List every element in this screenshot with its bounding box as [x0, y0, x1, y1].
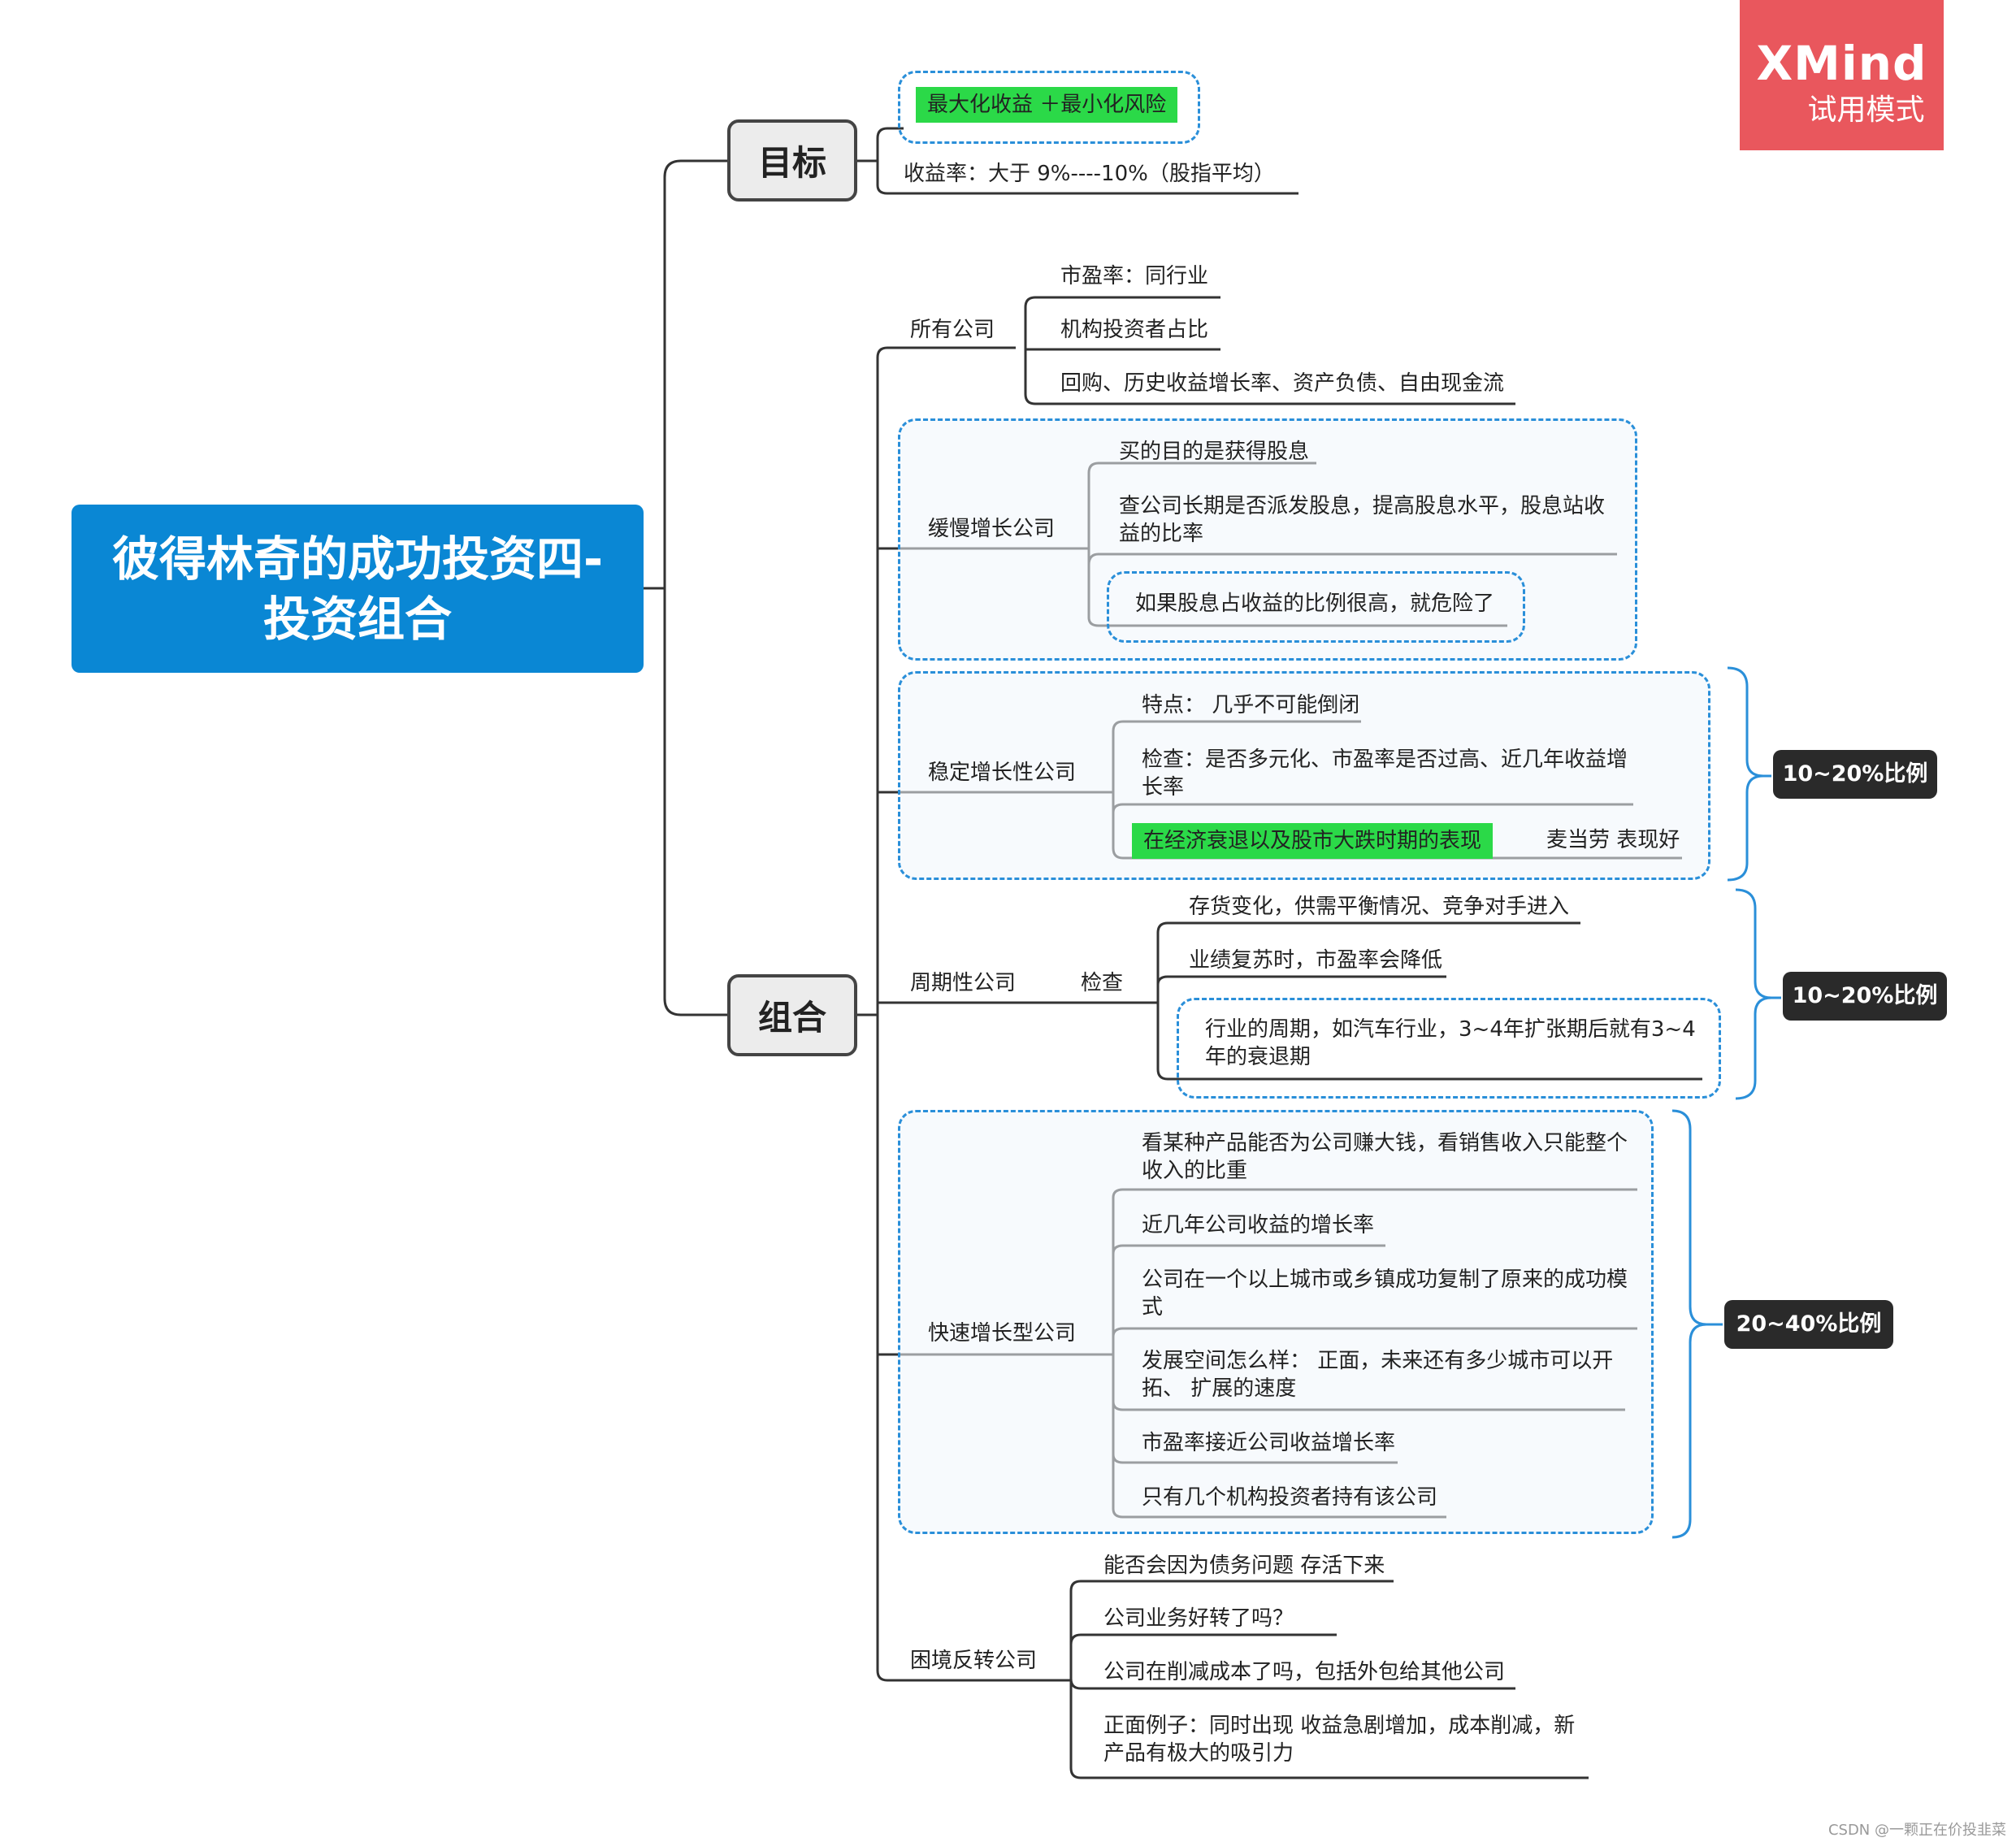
subtopic-all-companies[interactable]: 所有公司 [910, 318, 995, 342]
xmind-brand: XMind [1756, 36, 1927, 91]
slow-item[interactable]: 查公司长期是否派发股息，提高股息水平，股息站收益的比率 [1119, 494, 1606, 546]
stalwart-highlight-child[interactable]: 麦当劳 表现好 [1546, 828, 1680, 852]
slow-item[interactable]: 买的目的是获得股息 [1119, 440, 1310, 464]
subtopic-turnaround[interactable]: 困境反转公司 [910, 1649, 1038, 1673]
all-item[interactable]: 市盈率：同行业 [1060, 264, 1209, 288]
cyclical-check-topic[interactable]: 检查 [1081, 971, 1124, 995]
subtopic-stalwart[interactable]: 稳定增长性公司 [928, 761, 1077, 785]
cyclical-item[interactable]: 业绩复苏时，市盈率会降低 [1189, 948, 1443, 973]
summary-tag[interactable]: 10~20%比例 [1783, 972, 1947, 1021]
goal-highlight-topic[interactable]: 最大化收益 ＋最小化风险 [916, 87, 1178, 123]
xmind-trial-badge: XMind 试用模式 [1740, 0, 1944, 150]
turnaround-item[interactable]: 能否会因为债务问题 存活下来 [1103, 1554, 1385, 1578]
turnaround-item[interactable]: 正面例子：同时出现 收益急剧增加，成本削减，新产品有极大的吸引力 [1103, 1714, 1576, 1766]
subtopic-slow-growth[interactable]: 缓慢增长公司 [928, 517, 1056, 541]
root-topic[interactable]: 彼得林奇的成功投资四-投资组合 [72, 505, 644, 673]
fast-item[interactable]: 近几年公司收益的增长率 [1142, 1213, 1375, 1237]
stalwart-highlight-topic[interactable]: 在经济衰退以及股市大跌时期的表现 [1132, 823, 1494, 859]
all-item[interactable]: 回购、历史收益增长率、资产负债、自由现金流 [1060, 371, 1505, 396]
topic-goal[interactable]: 目标 [727, 119, 857, 202]
goal-return-rate-topic[interactable]: 收益率：大于 9%----10%（股指平均） [904, 162, 1275, 186]
summary-tag[interactable]: 20~40%比例 [1724, 1300, 1893, 1349]
fast-item[interactable]: 只有几个机构投资者持有该公司 [1142, 1485, 1438, 1510]
root-title-line1: 彼得林奇的成功投资四- [111, 531, 604, 587]
turnaround-item[interactable]: 公司业务好转了吗？ [1103, 1606, 1294, 1631]
cyclical-item[interactable]: 存货变化，供需平衡情况、竞争对手进入 [1189, 895, 1570, 919]
fast-item[interactable]: 市盈率接近公司收益增长率 [1142, 1431, 1396, 1455]
stalwart-item[interactable]: 检查：是否多元化、市盈率是否过高、近几年收益增长率 [1142, 748, 1628, 800]
topic-portfolio[interactable]: 组合 [727, 974, 857, 1056]
cyclical-item[interactable]: 行业的周期，如汽车行业，3~4年扩张期后就有3~4年的衰退期 [1205, 1017, 1696, 1069]
stalwart-item[interactable]: 特点： 几乎不可能倒闭 [1142, 693, 1360, 717]
trial-mode-label: 试用模式 [1807, 93, 1925, 127]
root-title-line2: 投资组合 [262, 591, 452, 647]
subtopic-cyclical[interactable]: 周期性公司 [910, 971, 1017, 995]
slow-danger-boundary [1107, 571, 1525, 643]
goal-highlight-boundary [898, 71, 1200, 144]
fast-item[interactable]: 看某种产品能否为公司赚大钱，看销售收入只能整个收入的比重 [1142, 1131, 1628, 1183]
fast-item[interactable]: 发展空间怎么样： 正面，未来还有多少城市可以开拓、 扩展的速度 [1142, 1349, 1614, 1401]
cyclical-period-boundary [1177, 998, 1721, 1099]
turnaround-item[interactable]: 公司在削减成本了吗，包括外包给其他公司 [1103, 1660, 1506, 1684]
slow-growth-boundary [898, 418, 1637, 661]
summary-tag[interactable]: 10~20%比例 [1773, 750, 1937, 799]
all-item[interactable]: 机构投资者占比 [1060, 318, 1209, 342]
csdn-watermark: CSDN @一颗正在价投韭菜 [1827, 1822, 2006, 1839]
fast-item[interactable]: 公司在一个以上城市或乡镇成功复制了原来的成功模式 [1142, 1268, 1628, 1320]
fast-growth-boundary [898, 1110, 1654, 1534]
subtopic-fast-growth[interactable]: 快速增长型公司 [928, 1321, 1077, 1346]
slow-item[interactable]: 如果股息占收益的比例很高，就危险了 [1135, 592, 1495, 616]
